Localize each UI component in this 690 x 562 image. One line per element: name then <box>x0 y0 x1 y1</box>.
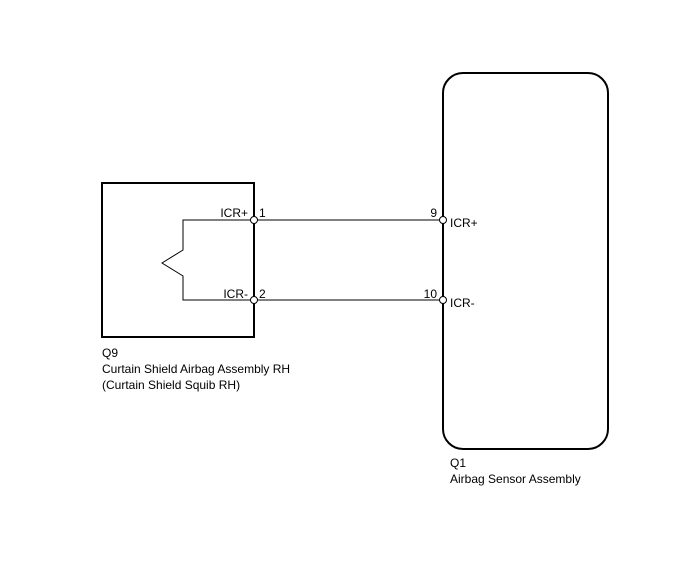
q9-pin1-number: 1 <box>259 206 266 220</box>
q1-pin9-number: 9 <box>430 206 437 220</box>
q9-component-name: Curtain Shield Airbag Assembly RH <box>102 362 290 376</box>
squib-symbol <box>161 219 254 301</box>
q9-pin2-number: 2 <box>259 287 266 301</box>
q1-pin9-signal: ICR+ <box>450 216 478 230</box>
terminal-q9-2 <box>250 296 258 304</box>
terminal-q9-1 <box>250 216 258 224</box>
q9-component-box <box>101 182 255 338</box>
terminal-q1-9 <box>439 216 447 224</box>
q9-pin2-signal: ICR- <box>223 287 248 301</box>
q1-pin10-number: 10 <box>424 287 438 301</box>
q9-component-subname: (Curtain Shield Squib RH) <box>102 378 240 392</box>
q9-pin1-signal: ICR+ <box>220 206 248 220</box>
terminal-q1-10 <box>439 296 447 304</box>
q1-component-name: Airbag Sensor Assembly <box>450 472 581 486</box>
q1-pin10-signal: ICR- <box>450 296 475 310</box>
q9-component-id: Q9 <box>102 346 118 360</box>
q1-component-id: Q1 <box>450 456 466 470</box>
q1-component-box <box>442 72 609 450</box>
